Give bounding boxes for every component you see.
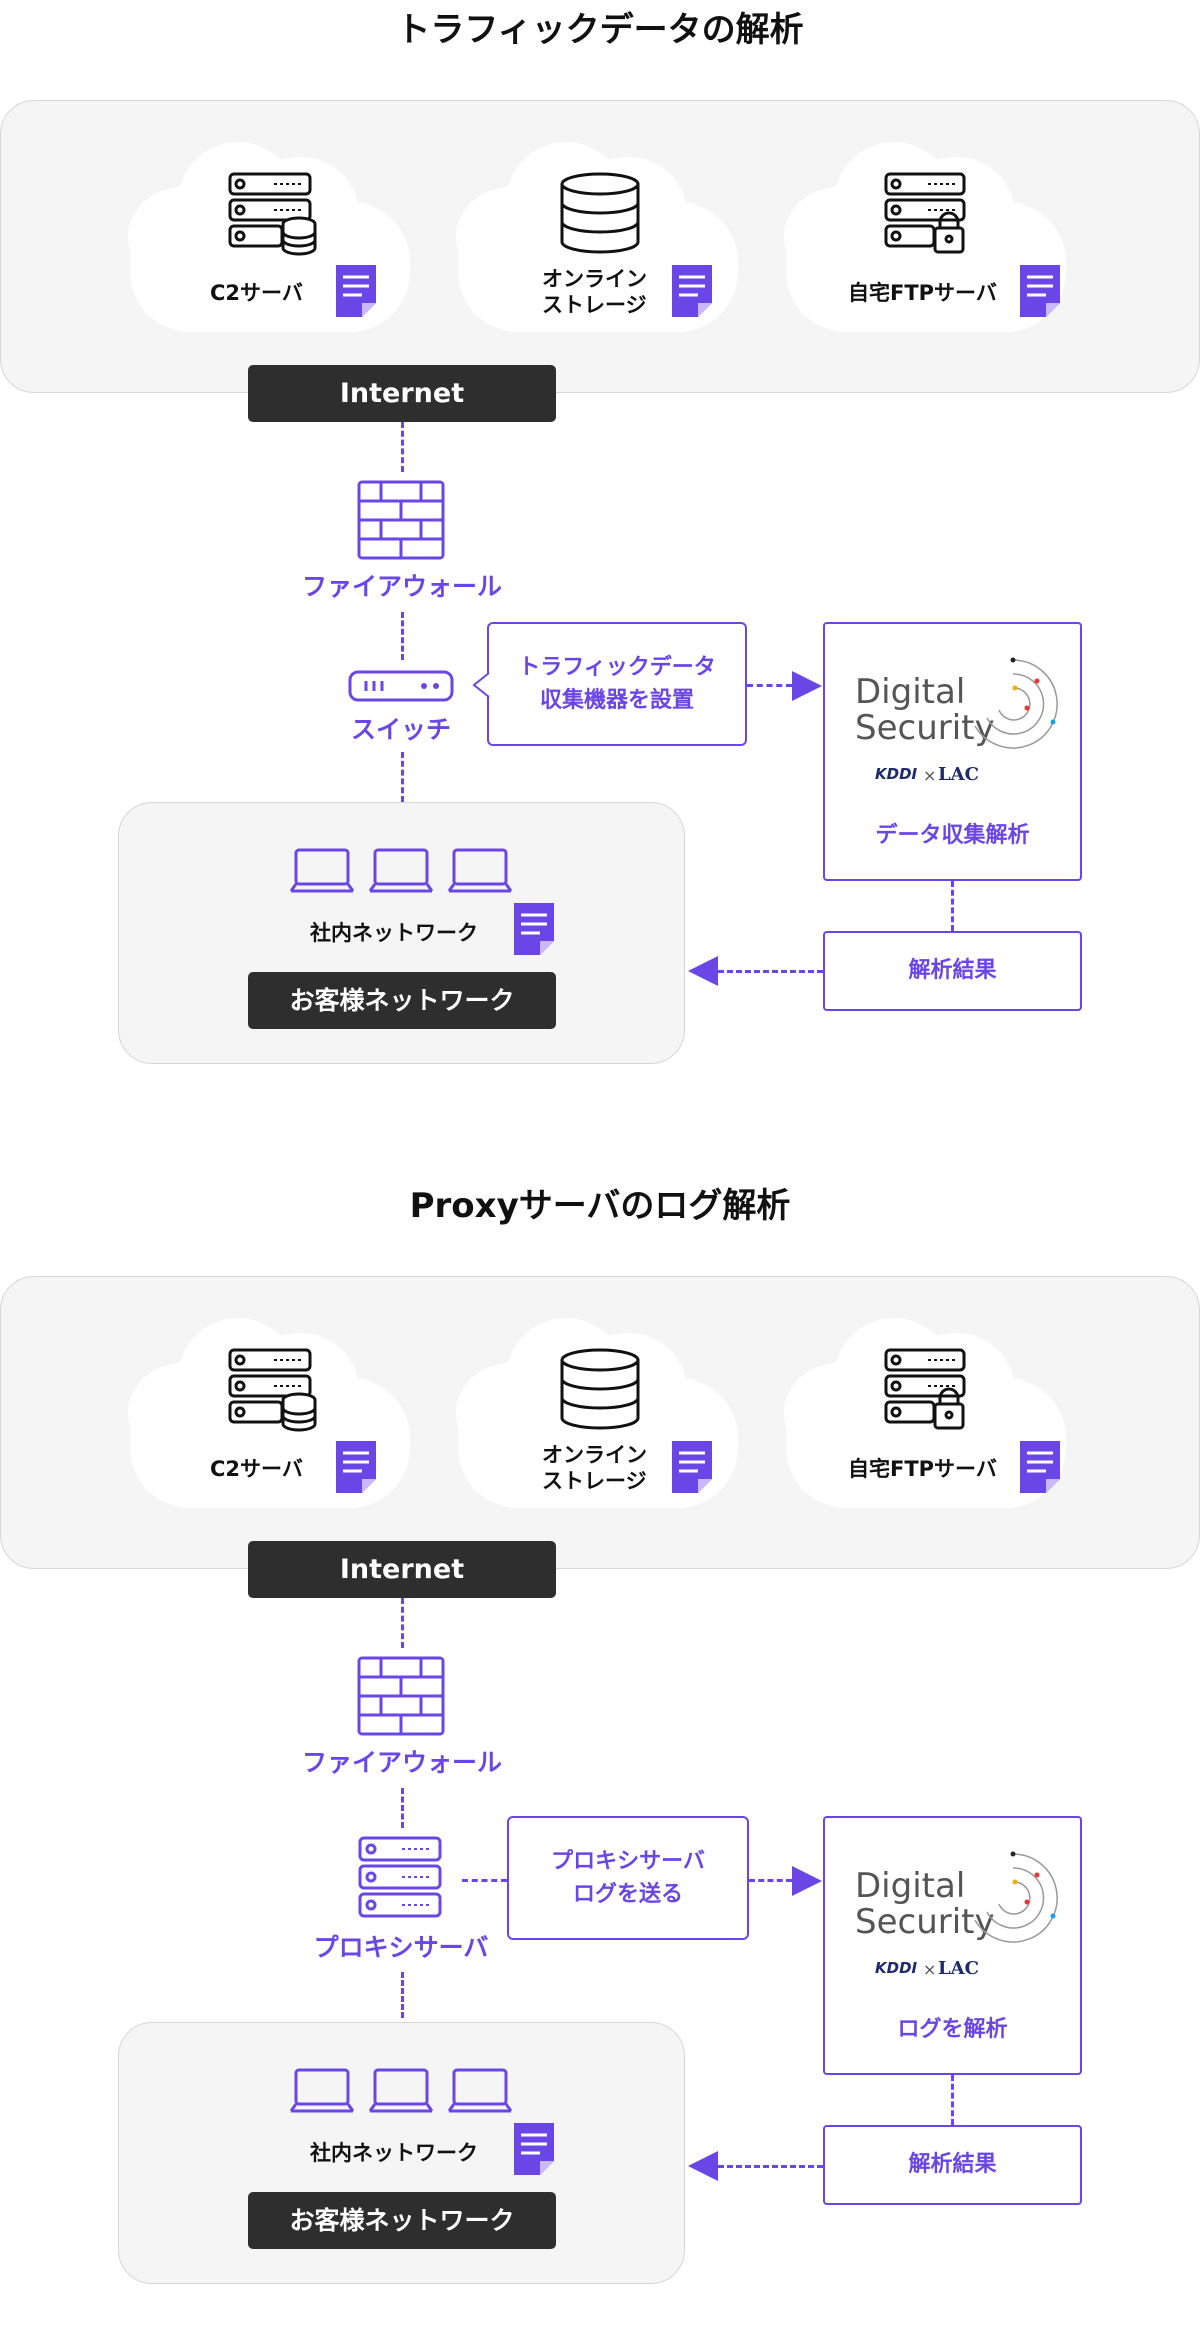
- connector-line: [718, 970, 823, 973]
- laptop-icon: [369, 848, 433, 893]
- document-icon: [672, 1441, 712, 1493]
- document-icon: [336, 265, 376, 317]
- connector-line: [749, 1879, 792, 1882]
- connector-line: [401, 1788, 404, 1828]
- laptop-icon: [290, 848, 354, 893]
- proxy-server-icon: [358, 1836, 442, 1918]
- firewall-label: ファイアウォール: [301, 572, 502, 601]
- server-db-icon: [228, 172, 317, 256]
- laptop-icon: [369, 2068, 433, 2113]
- cloud-label-storage-1: オンライン: [542, 1443, 647, 1467]
- document-icon: [514, 903, 554, 955]
- ds-word-security: Security: [855, 1902, 995, 1942]
- callout-line-2: 収集機器を設置: [539, 688, 694, 713]
- callout-box: プロキシサーバ ログを送る: [507, 1816, 749, 1940]
- times-sign: ×: [923, 1960, 937, 1979]
- cloud-label-storage-1: オンライン: [542, 267, 647, 291]
- laptop-icon: [290, 2068, 354, 2113]
- connector-line: [401, 1598, 404, 1648]
- document-icon: [1020, 265, 1060, 317]
- switch-icon: [348, 670, 454, 702]
- connector-line: [718, 2165, 823, 2168]
- section-title: トラフィックデータの解析: [396, 10, 804, 50]
- ds-caption: データ収集解析: [875, 823, 1030, 848]
- connector-line: [401, 752, 404, 802]
- callout-line-2: ログを送る: [572, 1882, 683, 1907]
- arrow-right-icon: [792, 1866, 822, 1896]
- server-lock-icon: [884, 172, 966, 254]
- cloud-label-c2: C2サーバ: [210, 281, 303, 305]
- connector-line: [951, 2075, 954, 2125]
- cloud-label-storage-2: ストレージ: [542, 1469, 647, 1493]
- ds-word-security: Security: [855, 708, 995, 748]
- ds-rings-logo: [974, 1851, 1058, 1943]
- ds-rings-logo: [974, 657, 1058, 749]
- callout-line-1: トラフィックデータ: [518, 655, 716, 680]
- customer-network-bar: お客様ネットワーク: [248, 972, 556, 1029]
- database-icon: [560, 172, 640, 254]
- document-icon: [336, 1441, 376, 1493]
- times-sign: ×: [923, 766, 937, 785]
- server-db-icon: [228, 1348, 317, 1432]
- internal-network-label: 社内ネットワーク: [310, 2141, 478, 2165]
- arrow-right-icon: [792, 671, 822, 701]
- customer-network-panel: [118, 2022, 685, 2284]
- digital-security-box: Digital Security KDDI × LAC ログを解析: [823, 1816, 1082, 2075]
- section-traffic-analysis: トラフィックデータの解析 C2サーバ オンライン ストレージ: [0, 0, 1200, 1150]
- cloud-label-c2: C2サーバ: [210, 1457, 303, 1481]
- section-title: Proxyサーバのログ解析: [409, 1186, 791, 1226]
- callout-pointer: [472, 673, 490, 697]
- cloud-label-ftp: 自宅FTPサーバ: [848, 281, 997, 305]
- cloud-c2-server: [128, 142, 428, 332]
- proxy-server-label: プロキシサーバ: [313, 1933, 489, 1962]
- kddi-logo: KDDI: [875, 765, 918, 783]
- customer-network-bar: お客様ネットワーク: [248, 2192, 556, 2249]
- kddi-logo: KDDI: [875, 1959, 918, 1977]
- connector-line: [951, 881, 954, 931]
- cloud-label-ftp: 自宅FTPサーバ: [848, 1457, 997, 1481]
- callout-box: トラフィックデータ 収集機器を設置: [487, 622, 747, 746]
- document-icon: [1020, 1441, 1060, 1493]
- internal-network-label: 社内ネットワーク: [310, 921, 478, 945]
- firewall-label: ファイアウォール: [301, 1748, 502, 1777]
- laptop-icon: [448, 848, 512, 893]
- internet-bar: Internet: [248, 365, 556, 422]
- lac-logo: LAC: [938, 1958, 979, 1979]
- digital-security-box: Digital Security KDDI × LAC データ収集解析: [823, 622, 1082, 881]
- ds-word-digital: Digital: [855, 1866, 966, 1906]
- ds-caption: ログを解析: [897, 2017, 1008, 2042]
- lac-logo: LAC: [938, 764, 979, 785]
- database-icon: [560, 1348, 640, 1430]
- document-icon: [672, 265, 712, 317]
- laptop-icon: [448, 2068, 512, 2113]
- result-box: 解析結果: [823, 2125, 1082, 2205]
- arrow-left-icon: [688, 956, 718, 986]
- section-proxy-log-analysis: Proxyサーバのログ解析 C2サーバ オンライン ストレージ: [0, 1176, 1200, 2326]
- connector-line: [401, 612, 404, 660]
- connector-line: [747, 684, 792, 687]
- firewall-icon: [357, 1656, 445, 1736]
- arrow-left-icon: [688, 2151, 718, 2181]
- result-box: 解析結果: [823, 931, 1082, 1011]
- connector-line: [401, 1972, 404, 2018]
- callout-line-1: プロキシサーバ: [551, 1849, 705, 1874]
- switch-label: スイッチ: [350, 715, 451, 744]
- connector-line: [462, 1879, 507, 1882]
- connector-line: [401, 422, 404, 472]
- ds-word-digital: Digital: [855, 672, 966, 712]
- cloud-label-storage-2: ストレージ: [542, 293, 647, 317]
- server-lock-icon: [884, 1348, 966, 1430]
- document-icon: [514, 2123, 554, 2175]
- firewall-icon: [357, 480, 445, 560]
- internet-bar: Internet: [248, 1541, 556, 1598]
